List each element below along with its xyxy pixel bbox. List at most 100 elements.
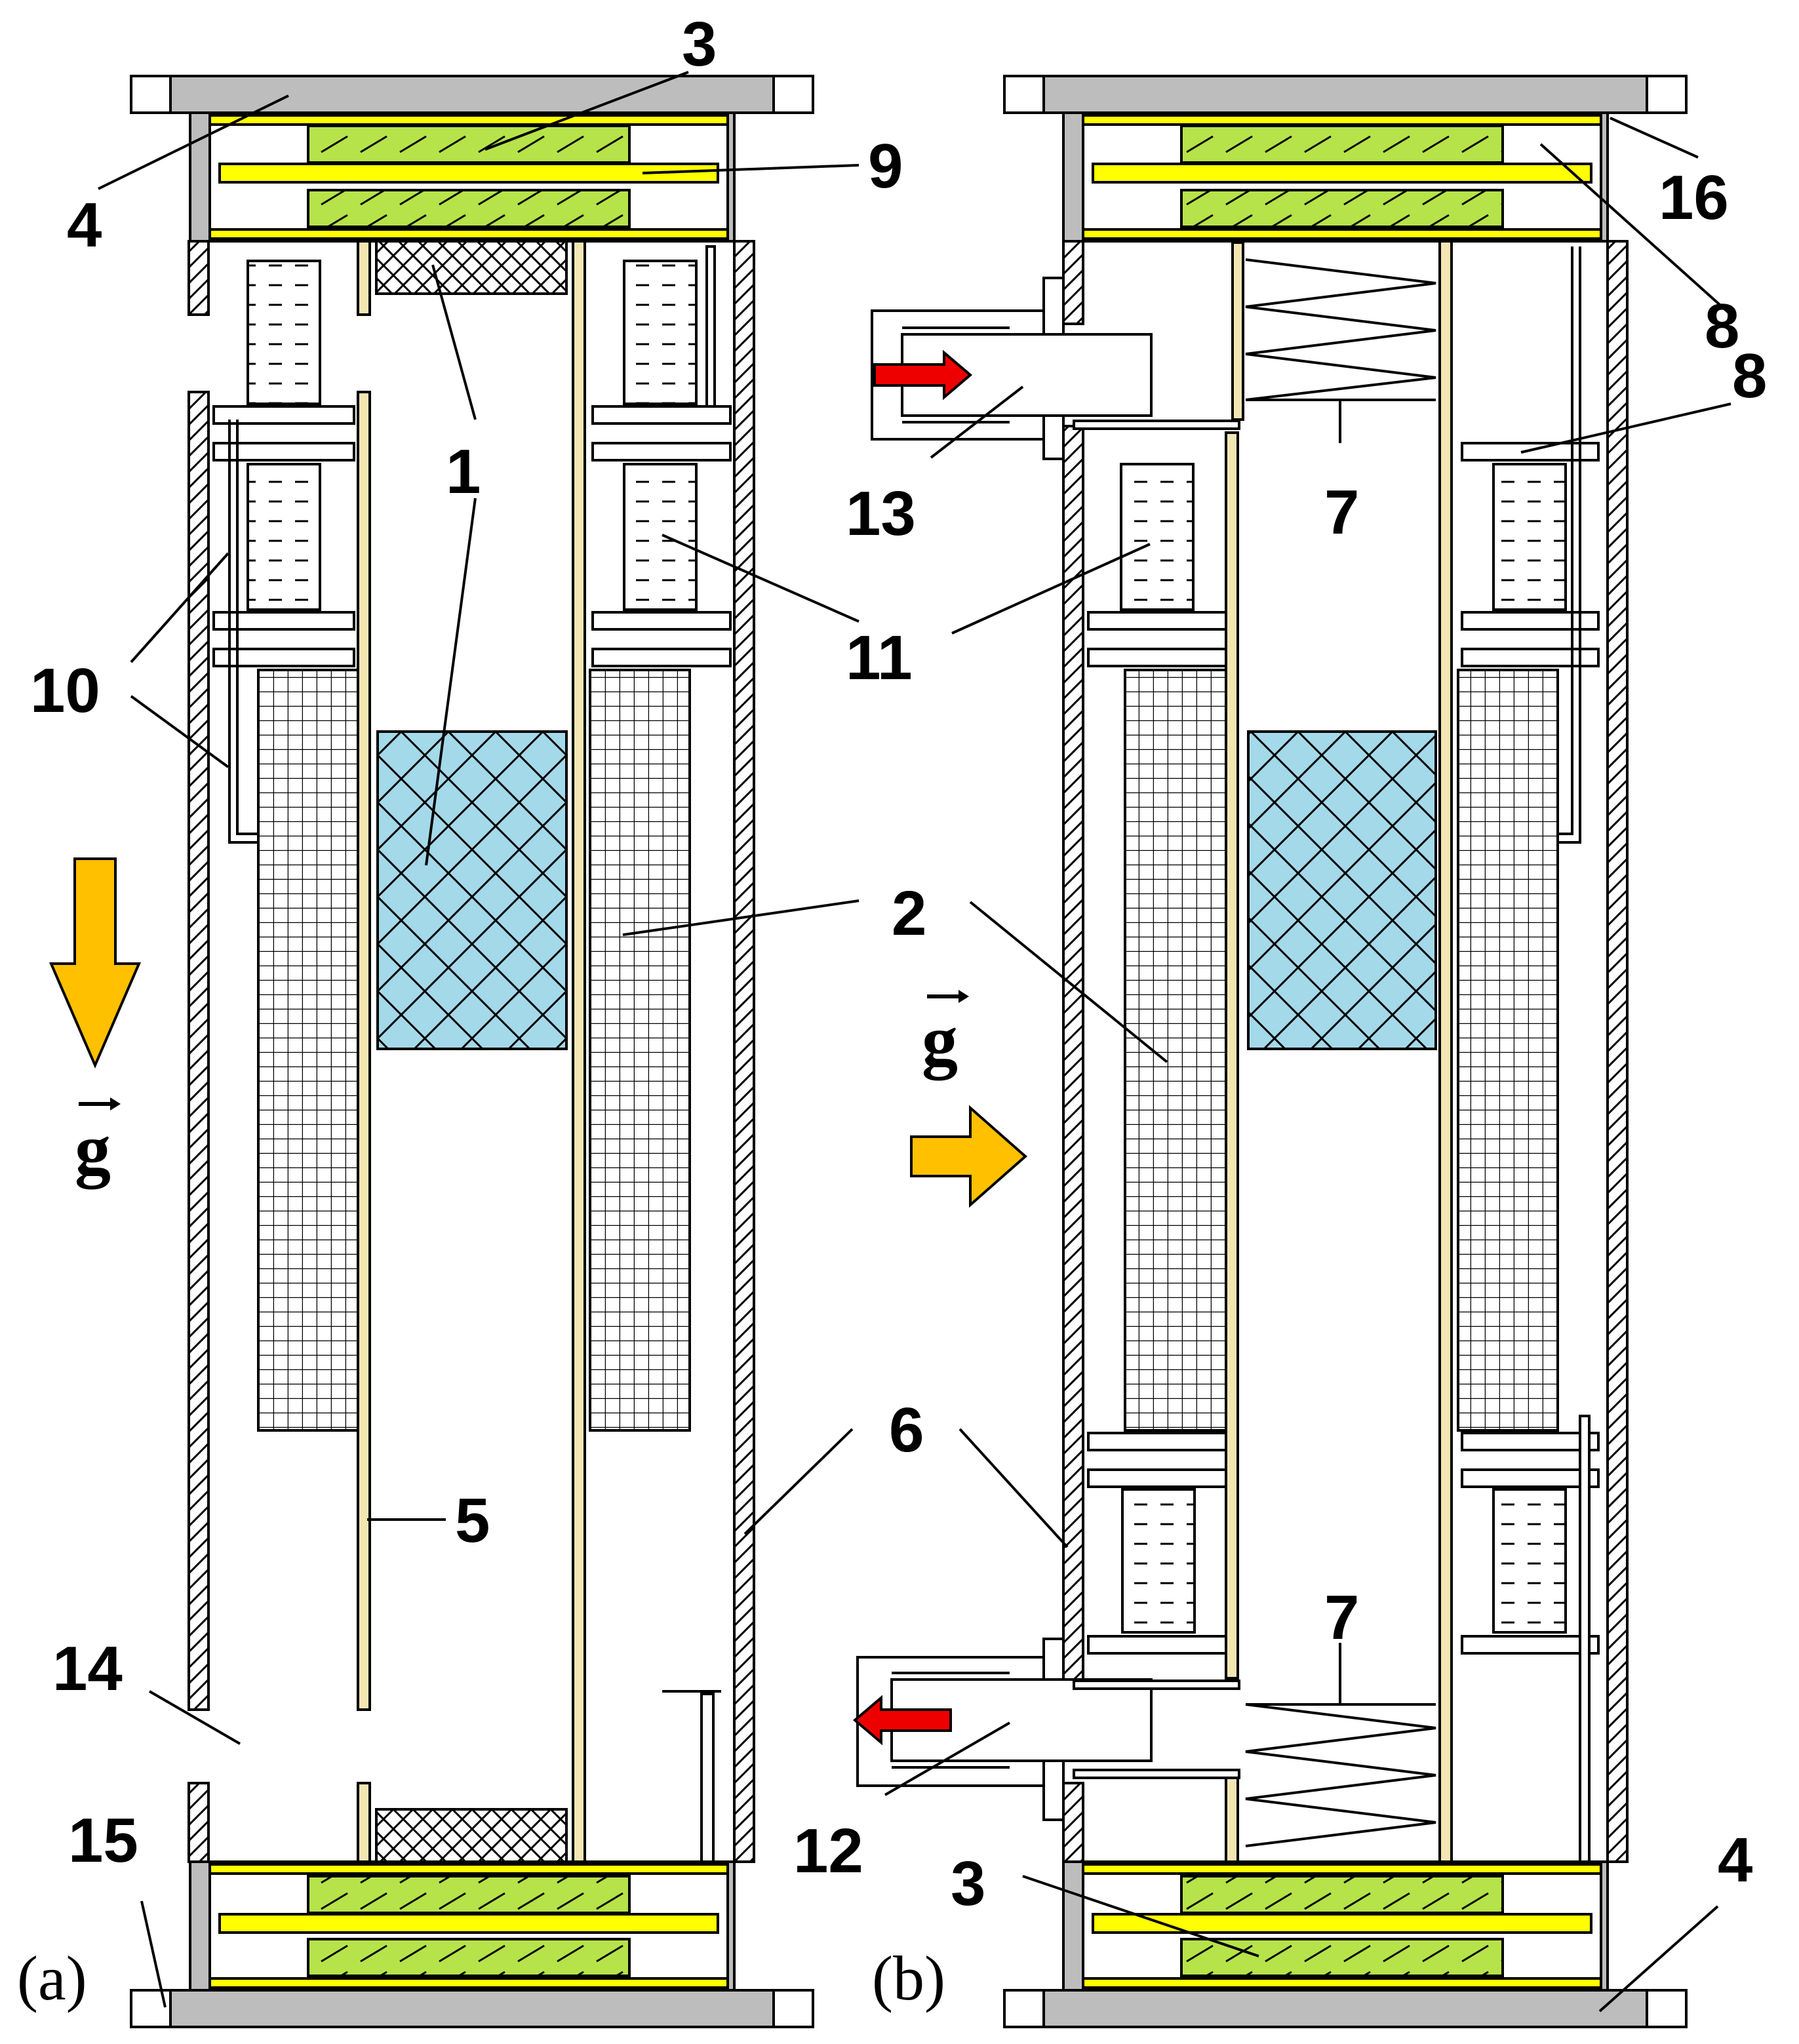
leader-a-3 bbox=[484, 71, 689, 151]
flange-top-b bbox=[1003, 75, 1688, 114]
cap-strip-b6 bbox=[1082, 1977, 1602, 1989]
g-vector-b: g bbox=[922, 1000, 958, 1080]
plate-b-3 bbox=[1087, 1432, 1227, 1451]
liquid-block-b-4 bbox=[1492, 1488, 1567, 1634]
label-a-14: 14 bbox=[52, 1634, 123, 1704]
label-b-8-mid: 8 bbox=[1732, 341, 1767, 411]
porous-block-b bbox=[1247, 730, 1437, 1050]
heater-b-bottom-1 bbox=[1180, 1875, 1504, 1914]
inner-wall-b bbox=[1073, 420, 1240, 430]
plate-b-6 bbox=[1461, 442, 1600, 462]
label-b-4: 4 bbox=[1718, 1825, 1752, 1895]
rod-a-left-top bbox=[357, 240, 371, 316]
panel-a: 3 4 9 1 10 11 2 6 5 14 15 (a) g bbox=[17, 9, 926, 2028]
leader-a-11 bbox=[662, 534, 860, 623]
plate-b-7 bbox=[1461, 611, 1600, 631]
wall-left-a bbox=[188, 391, 210, 1711]
label-a-10: 10 bbox=[30, 656, 100, 726]
panel-b: 16 8 8 13 7 11 2 6 7 12 3 4 (b) g bbox=[793, 75, 1767, 2028]
flange-bottom-b-ear-left bbox=[1003, 1989, 1045, 2028]
cap-strip-a6 bbox=[208, 1977, 729, 1989]
grid-block-a-right bbox=[589, 669, 691, 1432]
liquid-block-a-4 bbox=[623, 463, 698, 611]
flange-top-b-ear-right bbox=[1646, 75, 1688, 114]
leader-a-6 bbox=[743, 1428, 854, 1535]
cap-strip-b2 bbox=[1092, 163, 1592, 184]
g-vector-head-b bbox=[959, 990, 969, 1003]
flange-top-a-ear-left bbox=[130, 75, 172, 114]
heater-a-bottom-2 bbox=[307, 1938, 631, 1977]
cap-strip-a4 bbox=[208, 1863, 729, 1875]
cap-strip-b1 bbox=[1082, 114, 1602, 126]
porous-block-a bbox=[376, 730, 568, 1050]
heater-b-bottom-2 bbox=[1180, 1938, 1504, 1977]
heater-a-top-1 bbox=[307, 125, 631, 164]
plate-b-10 bbox=[1461, 1468, 1600, 1488]
leader-b-12 bbox=[884, 1721, 1011, 1796]
liquid-block-a-3 bbox=[623, 260, 698, 405]
leader-a-14 bbox=[148, 1690, 241, 1745]
flow-arrow-out-icon bbox=[852, 1695, 952, 1746]
label-a-11: 11 bbox=[846, 623, 912, 693]
liquid-block-a-2 bbox=[247, 463, 321, 611]
g-vector-head-a bbox=[110, 1097, 121, 1110]
leader-a-10-top bbox=[130, 552, 229, 663]
cap-strip-b3 bbox=[1082, 228, 1602, 240]
liquid-block-a-1 bbox=[247, 260, 321, 405]
leader-b-6 bbox=[959, 1428, 1069, 1548]
pipe-a-right-top bbox=[705, 245, 716, 408]
wall-left-b-lower bbox=[1062, 1782, 1084, 1863]
flange-top-a bbox=[130, 75, 814, 114]
rod-a-left-bottom bbox=[357, 1782, 371, 1863]
cap-strip-a5 bbox=[218, 1913, 719, 1934]
leader-b-13 bbox=[930, 385, 1024, 459]
wire-10-a-2 bbox=[236, 420, 258, 835]
pipe-a-right-bottom bbox=[700, 1693, 715, 1863]
label-b-3: 3 bbox=[951, 1849, 985, 1919]
liquid-block-b-2 bbox=[1121, 1488, 1196, 1634]
wall-right-b bbox=[1606, 240, 1629, 1863]
wall-left-b-upper bbox=[1062, 240, 1084, 325]
mesh-plug-top-a bbox=[375, 240, 568, 295]
wall-left-a-lower bbox=[188, 1782, 210, 1863]
caption-a: (a) bbox=[17, 1943, 87, 2013]
label-b-11: 11 bbox=[846, 623, 912, 693]
label-a-15: 15 bbox=[68, 1805, 138, 1876]
gravity-arrow-icon bbox=[49, 857, 142, 1069]
leader-b-8-top bbox=[1539, 143, 1732, 316]
rod-b-right bbox=[1438, 240, 1453, 1863]
leader-b-11 bbox=[951, 543, 1151, 635]
wall-left-b bbox=[1062, 425, 1084, 1691]
liquid-block-b-3 bbox=[1492, 463, 1567, 611]
leader-b-3 bbox=[1022, 1875, 1259, 1957]
leader-a-1-top bbox=[431, 264, 477, 420]
heater-a-top-2 bbox=[307, 189, 631, 228]
plate-a-2 bbox=[212, 442, 355, 462]
leader-a-15 bbox=[140, 1900, 167, 2008]
grid-block-b-left bbox=[1124, 669, 1227, 1432]
cap-strip-a1 bbox=[208, 114, 729, 126]
label-b-8-top: 8 bbox=[1705, 291, 1739, 361]
leader-a-2 bbox=[622, 899, 860, 936]
leader-a-4 bbox=[98, 94, 289, 190]
cap-strip-a2 bbox=[218, 163, 719, 184]
grid-block-a-left bbox=[257, 669, 359, 1432]
heater-a-bottom-1 bbox=[307, 1875, 631, 1914]
plate-b-1 bbox=[1087, 611, 1227, 631]
flow-arrow-in-icon bbox=[873, 349, 973, 401]
label-a-3: 3 bbox=[682, 9, 717, 79]
flange-bottom-b-ear-right bbox=[1646, 1989, 1688, 2028]
leader-a-10-bottom bbox=[130, 695, 229, 768]
plate-a-7 bbox=[591, 611, 732, 631]
spring-top bbox=[1245, 258, 1436, 401]
plate-b-9 bbox=[1461, 1432, 1600, 1451]
leader-b-8-mid bbox=[1520, 403, 1731, 454]
rod-a-right bbox=[572, 240, 586, 1863]
plate-a-1 bbox=[212, 405, 355, 425]
cap-strip-b5 bbox=[1092, 1913, 1592, 1934]
rod-b-inner bbox=[1225, 431, 1239, 1680]
leader-a-1-bottom bbox=[425, 498, 477, 866]
label-a-6: 6 bbox=[889, 1395, 924, 1465]
plate-b-4 bbox=[1087, 1468, 1227, 1488]
wall-right-a bbox=[733, 240, 755, 1863]
